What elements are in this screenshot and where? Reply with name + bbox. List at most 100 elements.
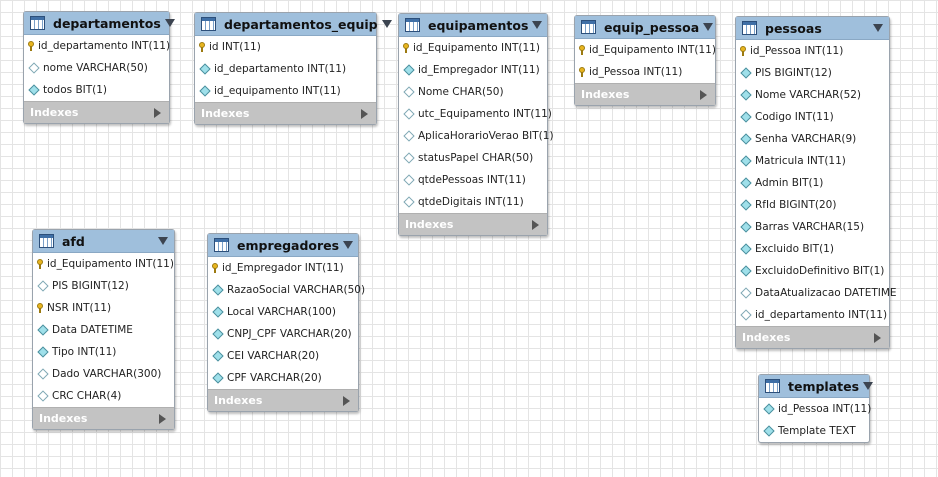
column-label: Template TEXT: [778, 425, 856, 437]
indexes-section[interactable]: Indexes: [399, 213, 547, 235]
column-row[interactable]: RfId BIGINT(20): [736, 194, 889, 216]
table-header[interactable]: empregadores: [208, 234, 358, 257]
column-row[interactable]: DataAtualizacao DATETIME: [736, 282, 897, 304]
expand-arrow-icon[interactable]: [700, 89, 707, 100]
table-header[interactable]: pessoas: [736, 17, 889, 40]
indexes-label: Indexes: [405, 218, 454, 231]
collapse-icon[interactable]: [158, 237, 168, 245]
diamond-icon: [212, 372, 224, 384]
table-header[interactable]: equipamentos: [399, 14, 547, 37]
table-pessoas[interactable]: pessoas id_Pessoa INT(11)PIS BIGINT(12)N…: [735, 16, 897, 349]
open-diamond-icon: [403, 130, 415, 142]
column-row[interactable]: Excluido BIT(1): [736, 238, 889, 260]
table-header[interactable]: equip_pessoa: [575, 16, 715, 39]
indexes-section[interactable]: Indexes: [24, 101, 169, 123]
collapse-icon[interactable]: [164, 19, 175, 27]
table-header[interactable]: afd: [33, 230, 174, 253]
table-title: afd: [62, 233, 85, 249]
table-icon: [39, 234, 54, 248]
column-row[interactable]: id_equipamento INT(11): [195, 80, 376, 102]
table-departamentos-equip[interactable]: departamentos_equip id INT(11)id_departa…: [194, 12, 392, 125]
diamond-icon: [37, 346, 49, 358]
column-row[interactable]: id_departamento INT(11): [24, 35, 170, 57]
column-row[interactable]: utc_Equipamento INT(11): [399, 103, 552, 125]
column-row[interactable]: qtdeDigitais INT(11): [399, 191, 547, 213]
column-row[interactable]: PIS BIGINT(12): [736, 62, 889, 84]
collapse-icon[interactable]: [703, 23, 714, 31]
column-row[interactable]: Template TEXT: [759, 420, 869, 442]
column-row[interactable]: id_Pessoa INT(11): [759, 398, 871, 420]
table-title: departamentos: [53, 15, 161, 31]
expand-arrow-icon[interactable]: [532, 219, 539, 230]
column-row[interactable]: id_departamento INT(11): [195, 58, 376, 80]
table-icon: [30, 16, 45, 30]
primary-key-icon: [28, 41, 34, 51]
table-header[interactable]: departamentos: [24, 12, 175, 35]
diamond-icon: [763, 403, 775, 415]
column-row[interactable]: Tipo INT(11): [33, 341, 174, 363]
column-row[interactable]: todos BIT(1): [24, 79, 169, 101]
table-header[interactable]: departamentos_equip: [195, 13, 392, 36]
column-row[interactable]: PIS BIGINT(12): [33, 275, 174, 297]
table-afd[interactable]: afd id_Equipamento INT(11)PIS BIGINT(12)…: [32, 229, 175, 430]
column-row[interactable]: id_departamento INT(11): [736, 304, 889, 326]
indexes-label: Indexes: [30, 106, 79, 119]
collapse-icon[interactable]: [873, 24, 883, 32]
diamond-icon: [740, 67, 752, 79]
expand-arrow-icon[interactable]: [154, 107, 161, 118]
column-row[interactable]: Matricula INT(11): [736, 150, 889, 172]
column-row[interactable]: Dado VARCHAR(300): [33, 363, 174, 385]
column-row[interactable]: Nome CHAR(50): [399, 81, 547, 103]
indexes-section[interactable]: Indexes: [736, 326, 889, 348]
table-templates[interactable]: templates id_Pessoa INT(11) Template TEXT: [758, 374, 874, 443]
column-row[interactable]: id_Equipamento INT(11): [575, 39, 716, 61]
column-row[interactable]: id_Empregador INT(11): [399, 59, 547, 81]
column-label: CNPJ_CPF VARCHAR(20): [227, 328, 352, 340]
indexes-section[interactable]: Indexes: [195, 102, 376, 124]
column-row[interactable]: Nome VARCHAR(52): [736, 84, 889, 106]
column-row[interactable]: statusPapel CHAR(50): [399, 147, 547, 169]
column-row[interactable]: id_Pessoa INT(11): [575, 61, 715, 83]
column-row[interactable]: Admin BIT(1): [736, 172, 889, 194]
collapse-icon[interactable]: [343, 241, 354, 249]
expand-arrow-icon[interactable]: [874, 332, 881, 343]
column-row[interactable]: ExcluidoDefinitivo BIT(1): [736, 260, 889, 282]
column-row[interactable]: id_Empregador INT(11): [208, 257, 358, 279]
column-row[interactable]: AplicaHorarioVerao BIT(1): [399, 125, 554, 147]
column-row[interactable]: RazaoSocial VARCHAR(50): [208, 279, 365, 301]
column-row[interactable]: CNPJ_CPF VARCHAR(20): [208, 323, 358, 345]
column-row[interactable]: CEI VARCHAR(20): [208, 345, 358, 367]
table-empregadores[interactable]: empregadores id_Empregador INT(11)RazaoS…: [207, 233, 365, 412]
column-row[interactable]: Data DATETIME: [33, 319, 174, 341]
table-equip-pessoa[interactable]: equip_pessoa id_Equipamento INT(11) id_Pe…: [574, 15, 716, 106]
column-row[interactable]: Local VARCHAR(100): [208, 301, 358, 323]
column-row[interactable]: NSR INT(11): [33, 297, 174, 319]
expand-arrow-icon[interactable]: [343, 395, 350, 406]
column-row[interactable]: CPF VARCHAR(20): [208, 367, 358, 389]
indexes-section[interactable]: Indexes: [575, 83, 715, 105]
column-row[interactable]: id INT(11): [195, 36, 376, 58]
column-row[interactable]: Codigo INT(11): [736, 106, 889, 128]
collapse-icon[interactable]: [863, 382, 874, 390]
indexes-section[interactable]: Indexes: [208, 389, 358, 411]
column-row[interactable]: id_Pessoa INT(11): [736, 40, 889, 62]
column-row[interactable]: Senha VARCHAR(9): [736, 128, 889, 150]
column-row[interactable]: qtdePessoas INT(11): [399, 169, 547, 191]
table-header[interactable]: templates: [759, 375, 874, 398]
column-label: CRC CHAR(4): [52, 390, 122, 402]
expand-arrow-icon[interactable]: [159, 413, 166, 424]
table-departamentos[interactable]: departamentos id_departamento INT(11)nom…: [23, 11, 175, 124]
expand-arrow-icon[interactable]: [361, 108, 368, 119]
collapse-icon[interactable]: [381, 20, 392, 28]
column-row[interactable]: id_Equipamento INT(11): [399, 37, 547, 59]
column-row[interactable]: id_Equipamento INT(11): [33, 253, 174, 275]
indexes-section[interactable]: Indexes: [33, 407, 174, 429]
column-row[interactable]: Barras VARCHAR(15): [736, 216, 889, 238]
column-row[interactable]: nome VARCHAR(50): [24, 57, 169, 79]
column-label: qtdeDigitais INT(11): [418, 196, 524, 208]
column-label: id_Equipamento INT(11): [589, 44, 716, 56]
table-equipamentos[interactable]: equipamentos id_Equipamento INT(11)id_Em…: [398, 13, 554, 236]
column-row[interactable]: CRC CHAR(4): [33, 385, 174, 407]
column-label: ExcluidoDefinitivo BIT(1): [755, 265, 885, 277]
collapse-icon[interactable]: [532, 21, 543, 29]
